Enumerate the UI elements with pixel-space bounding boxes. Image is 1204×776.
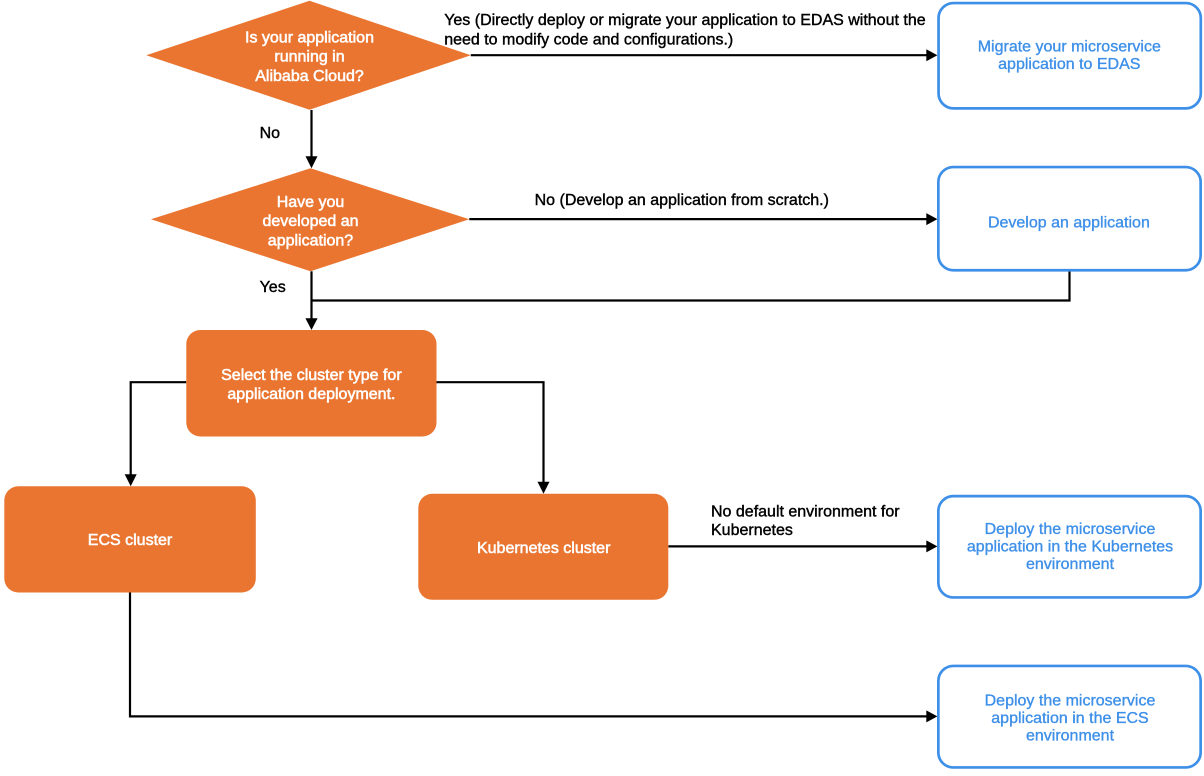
svg-text:application in the ECS: application in the ECS bbox=[991, 710, 1148, 727]
svg-text:Kubernetes cluster: Kubernetes cluster bbox=[477, 540, 611, 557]
svg-text:running in: running in bbox=[274, 49, 344, 66]
svg-text:application to EDAS: application to EDAS bbox=[998, 56, 1140, 73]
svg-text:developed an: developed an bbox=[262, 213, 358, 230]
svg-text:Have you: Have you bbox=[277, 194, 345, 211]
svg-text:Deploy the microservice: Deploy the microservice bbox=[985, 521, 1156, 538]
svg-text:environment: environment bbox=[1026, 728, 1115, 745]
svg-text:Is your application: Is your application bbox=[245, 29, 374, 46]
svg-text:Alibaba Cloud?: Alibaba Cloud? bbox=[255, 68, 364, 85]
svg-text:Deploy the microservice: Deploy the microservice bbox=[985, 693, 1156, 710]
svg-text:Migrate your microservice: Migrate your microservice bbox=[978, 39, 1161, 56]
svg-text:application?: application? bbox=[268, 232, 354, 249]
svg-text:environment: environment bbox=[1026, 556, 1115, 573]
svg-text:No (Develop an application fro: No (Develop an application from scratch.… bbox=[535, 192, 829, 209]
svg-text:application in the Kubernetes: application in the Kubernetes bbox=[967, 539, 1173, 556]
svg-text:No: No bbox=[260, 125, 281, 142]
svg-text:No default environment for: No default environment for bbox=[711, 504, 900, 521]
svg-text:Yes (Directly deploy or migrat: Yes (Directly deploy or migrate your app… bbox=[444, 12, 926, 29]
svg-text:Develop an application: Develop an application bbox=[988, 214, 1150, 231]
svg-text:Kubernetes: Kubernetes bbox=[711, 522, 793, 539]
svg-text:application deployment.: application deployment. bbox=[227, 386, 395, 403]
svg-text:ECS cluster: ECS cluster bbox=[88, 532, 173, 549]
svg-text:need to modify code and config: need to modify code and configurations.) bbox=[444, 31, 733, 48]
svg-text:Yes: Yes bbox=[260, 279, 286, 296]
svg-text:Select the cluster type for: Select the cluster type for bbox=[221, 367, 402, 384]
